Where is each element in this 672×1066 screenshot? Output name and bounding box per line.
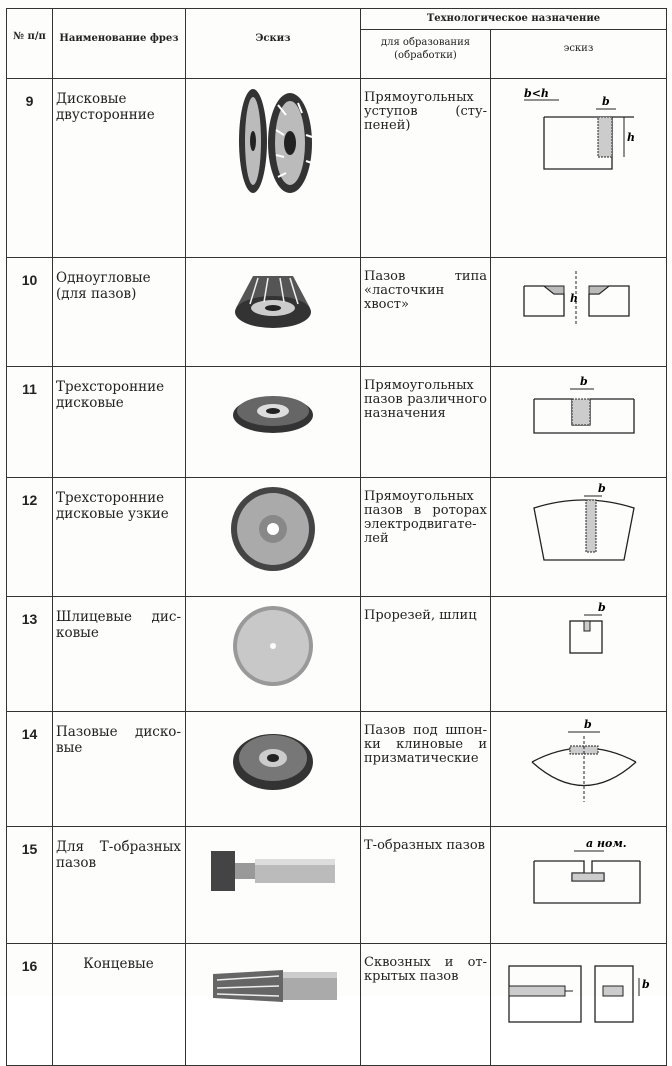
- header-tech-sketch: эскиз: [489, 29, 668, 79]
- row-name: Трехсторонние дисковые узкие: [52, 477, 186, 597]
- dim-label: b: [584, 718, 592, 731]
- table-row: 12 Трехсторонние дисковые узкие Прямоуго…: [6, 477, 668, 597]
- dim-label: b<h: [524, 87, 549, 100]
- row-num: 13: [6, 596, 53, 712]
- tech-sketch: b: [489, 477, 668, 597]
- row-num: 14: [6, 711, 53, 827]
- table-row: 16 Концевые Сквозных и от­крытых пазов b: [6, 943, 668, 1066]
- header-num: № п/п: [6, 8, 53, 79]
- header-purpose: для образования (обработки): [360, 29, 491, 79]
- dim-label: b: [598, 601, 606, 614]
- row-purpose: Пазов под шпон­ки клиновые и призматичес…: [360, 711, 491, 827]
- dim-label: b: [598, 482, 606, 495]
- tech-sketch: b: [489, 711, 668, 827]
- cutter-photo: [185, 366, 361, 478]
- row-name: Дисковые двусто­ронние: [52, 78, 186, 258]
- row-name: Концевые: [52, 943, 186, 1066]
- row-num: 12: [6, 477, 53, 597]
- cutter-photo: [185, 711, 361, 827]
- table-row: 13 Шлицевые дис­ковые Прорезей, шлиц b: [6, 596, 668, 712]
- row-name: Трехсторонние дисковые: [52, 366, 186, 478]
- row-name: Для Т-образных пазов: [52, 826, 186, 944]
- tech-sketch: b: [489, 366, 668, 478]
- cutter-photo: [185, 826, 361, 944]
- table-row: 10 Одноугловые (для пазов) Пазов типа «л…: [6, 257, 668, 367]
- dim-label: a ном.: [586, 837, 627, 850]
- row-purpose: Прямоугольных пазов различ­ного назначе­…: [360, 366, 491, 478]
- dim-label: b: [642, 978, 650, 991]
- row-purpose: Прямоугольных уступов (сту­пеней): [360, 78, 491, 258]
- tech-sketch: a ном.: [489, 826, 668, 944]
- row-name: Шлицевые дис­ковые: [52, 596, 186, 712]
- row-num: 15: [6, 826, 53, 944]
- page: № п/п Наименование фрез Эскиз Технологич…: [6, 8, 668, 1066]
- tech-sketch: h: [489, 257, 668, 367]
- header-sketch: Эскиз: [185, 8, 361, 79]
- row-purpose: Т-образных пазов: [360, 826, 491, 944]
- row-purpose: Пазов типа «ласточкин хвост»: [360, 257, 491, 367]
- row-num: 10: [6, 257, 53, 367]
- row-purpose: Прорезей, шлиц: [360, 596, 491, 712]
- cutter-photo: [185, 477, 361, 597]
- row-purpose: Сквозных и от­крытых пазов: [360, 943, 491, 1066]
- cutter-photo: [185, 943, 361, 1066]
- dim-label: h: [570, 292, 578, 305]
- row-name: Одноугловые (для пазов): [52, 257, 186, 367]
- cutter-photo: [185, 596, 361, 712]
- cutters-table: № п/п Наименование фрез Эскиз Технологич…: [6, 8, 668, 1066]
- dim-label: b: [602, 95, 610, 108]
- row-purpose: Прямоугольных пазов в роторах электродви…: [360, 477, 491, 597]
- tech-sketch: b<h b h: [489, 78, 668, 258]
- table-row: 9 Дисковые двусто­ронние Прямоугольных у…: [6, 78, 668, 258]
- tech-sketch: b: [489, 596, 668, 712]
- row-name: Пазовые диско­вые: [52, 711, 186, 827]
- table-row: 15 Для Т-образных пазов Т-образных пазов…: [6, 826, 668, 944]
- cutter-photo: [185, 78, 361, 258]
- dim-label: h: [627, 131, 635, 144]
- cutter-photo: [185, 257, 361, 367]
- header-name: Наименование фрез: [52, 8, 186, 79]
- tech-sketch: b: [489, 943, 668, 1066]
- table-row: 14 Пазовые диско­вые Пазов под шпон­ки к…: [6, 711, 668, 827]
- row-num: 9: [6, 78, 53, 258]
- dim-label: b: [580, 375, 588, 388]
- row-num: 16: [6, 943, 53, 1066]
- header-tech-purpose: Технологическое назначение: [359, 8, 668, 30]
- table-row: 11 Трехсторонние дисковые Прямоугольных …: [6, 366, 668, 478]
- row-num: 11: [6, 366, 53, 478]
